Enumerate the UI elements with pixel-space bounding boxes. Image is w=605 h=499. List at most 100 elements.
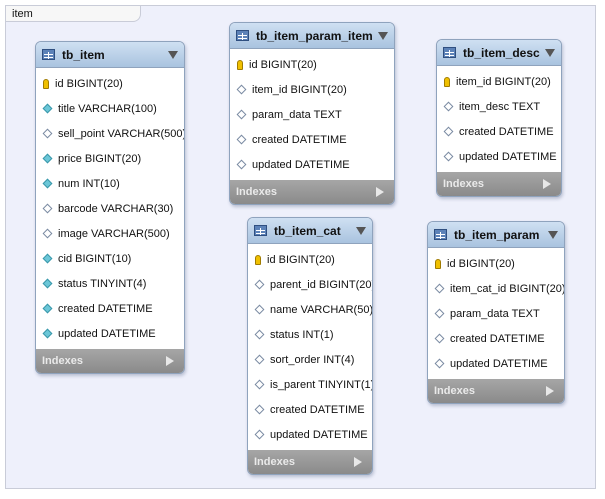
column-row[interactable]: price BIGINT(20) bbox=[36, 146, 184, 171]
column-definition: id BIGINT(20) bbox=[55, 77, 123, 90]
column-row[interactable]: sell_point VARCHAR(500) bbox=[36, 121, 184, 146]
column-row[interactable]: cid BIGINT(10) bbox=[36, 246, 184, 271]
column-row[interactable]: param_data TEXT bbox=[230, 102, 394, 127]
expand-arrow-icon[interactable] bbox=[546, 386, 554, 396]
not-null-column-icon bbox=[42, 278, 53, 289]
indexes-label: Indexes bbox=[443, 178, 484, 190]
nullable-column-icon bbox=[254, 329, 265, 340]
column-definition: parent_id BIGINT(20) bbox=[270, 278, 373, 291]
column-row[interactable]: item_id BIGINT(20) bbox=[437, 69, 561, 94]
column-list: id BIGINT(20) item_cat_id BIGINT(20) param… bbox=[428, 248, 564, 379]
table-header[interactable]: tb_item_param_item bbox=[230, 23, 394, 49]
column-row[interactable]: created DATETIME bbox=[230, 127, 394, 152]
diagram-canvas[interactable]: item tb_item id BIGINT(20) title VARCHAR(… bbox=[5, 5, 596, 489]
column-row[interactable]: updated DATETIME bbox=[36, 321, 184, 346]
table-header[interactable]: tb_item bbox=[36, 42, 184, 68]
column-row[interactable]: num INT(10) bbox=[36, 171, 184, 196]
table-tb-item-desc[interactable]: tb_item_desc item_id BIGINT(20) item_desc… bbox=[436, 39, 562, 197]
column-row[interactable]: item_desc TEXT bbox=[437, 94, 561, 119]
column-row[interactable]: created DATETIME bbox=[428, 326, 564, 351]
column-row[interactable]: id BIGINT(20) bbox=[36, 71, 184, 96]
column-row[interactable]: updated DATETIME bbox=[428, 351, 564, 376]
column-row[interactable]: parent_id BIGINT(20) bbox=[248, 272, 372, 297]
table-tb-item[interactable]: tb_item id BIGINT(20) title VARCHAR(100) s… bbox=[35, 41, 185, 374]
indexes-label: Indexes bbox=[434, 385, 475, 397]
table-tb-item-cat[interactable]: tb_item_cat id BIGINT(20) parent_id BIGIN… bbox=[247, 217, 373, 475]
column-row[interactable]: status INT(1) bbox=[248, 322, 372, 347]
expand-arrow-icon[interactable] bbox=[543, 179, 551, 189]
table-name: tb_item_param bbox=[454, 227, 540, 242]
column-row[interactable]: updated DATETIME bbox=[230, 152, 394, 177]
expand-arrow-icon[interactable] bbox=[376, 187, 384, 197]
column-row[interactable]: created DATETIME bbox=[36, 296, 184, 321]
indexes-bar[interactable]: Indexes bbox=[428, 379, 564, 403]
nullable-column-icon bbox=[254, 279, 265, 290]
nullable-column-icon bbox=[254, 354, 265, 365]
column-definition: image VARCHAR(500) bbox=[58, 227, 170, 240]
not-null-column-icon bbox=[42, 153, 53, 164]
column-row[interactable]: id BIGINT(20) bbox=[248, 247, 372, 272]
column-row[interactable]: created DATETIME bbox=[248, 397, 372, 422]
nullable-column-icon bbox=[434, 283, 445, 294]
column-row[interactable]: id BIGINT(20) bbox=[428, 251, 564, 276]
column-definition: status INT(1) bbox=[270, 328, 334, 341]
column-row[interactable]: image VARCHAR(500) bbox=[36, 221, 184, 246]
indexes-bar[interactable]: Indexes bbox=[437, 172, 561, 196]
column-list: id BIGINT(20) parent_id BIGINT(20) name VA… bbox=[248, 244, 372, 450]
column-definition: updated DATETIME bbox=[252, 158, 350, 171]
collapse-triangle-icon[interactable] bbox=[548, 230, 558, 239]
column-row[interactable]: title VARCHAR(100) bbox=[36, 96, 184, 121]
column-definition: created DATETIME bbox=[450, 332, 545, 345]
table-name: tb_item_desc bbox=[463, 45, 540, 60]
column-definition: item_cat_id BIGINT(20) bbox=[450, 282, 565, 295]
nullable-column-icon bbox=[434, 333, 445, 344]
expand-arrow-icon[interactable] bbox=[166, 356, 174, 366]
column-row[interactable]: param_data TEXT bbox=[428, 301, 564, 326]
column-row[interactable]: barcode VARCHAR(30) bbox=[36, 196, 184, 221]
table-icon bbox=[236, 30, 249, 41]
column-list: id BIGINT(20) title VARCHAR(100) sell_poin… bbox=[36, 68, 184, 349]
column-definition: sort_order INT(4) bbox=[270, 353, 355, 366]
collapse-triangle-icon[interactable] bbox=[168, 50, 178, 59]
column-row[interactable]: id BIGINT(20) bbox=[230, 52, 394, 77]
table-header[interactable]: tb_item_param bbox=[428, 222, 564, 248]
column-row[interactable]: is_parent TINYINT(1) bbox=[248, 372, 372, 397]
column-definition: item_desc TEXT bbox=[459, 100, 541, 113]
expand-arrow-icon[interactable] bbox=[354, 457, 362, 467]
column-row[interactable]: sort_order INT(4) bbox=[248, 347, 372, 372]
column-row[interactable]: item_id BIGINT(20) bbox=[230, 77, 394, 102]
column-row[interactable]: item_cat_id BIGINT(20) bbox=[428, 276, 564, 301]
diagram-tab[interactable]: item bbox=[6, 6, 141, 22]
column-definition: num INT(10) bbox=[58, 177, 120, 190]
indexes-bar[interactable]: Indexes bbox=[36, 349, 184, 373]
table-header[interactable]: tb_item_cat bbox=[248, 218, 372, 244]
indexes-bar[interactable]: Indexes bbox=[230, 180, 394, 204]
collapse-triangle-icon[interactable] bbox=[378, 31, 388, 40]
column-row[interactable]: updated DATETIME bbox=[437, 144, 561, 169]
collapse-triangle-icon[interactable] bbox=[545, 48, 555, 57]
column-definition: sell_point VARCHAR(500) bbox=[58, 127, 185, 140]
column-definition: item_id BIGINT(20) bbox=[456, 75, 551, 88]
primary-key-icon bbox=[43, 78, 49, 89]
column-definition: title VARCHAR(100) bbox=[58, 102, 157, 115]
column-definition: id BIGINT(20) bbox=[267, 253, 335, 266]
column-row[interactable]: updated DATETIME bbox=[248, 422, 372, 447]
not-null-column-icon bbox=[42, 103, 53, 114]
table-header[interactable]: tb_item_desc bbox=[437, 40, 561, 66]
table-tb-item-param-item[interactable]: tb_item_param_item id BIGINT(20) item_id … bbox=[229, 22, 395, 205]
indexes-bar[interactable]: Indexes bbox=[248, 450, 372, 474]
nullable-column-icon bbox=[42, 203, 53, 214]
column-row[interactable]: created DATETIME bbox=[437, 119, 561, 144]
column-row[interactable]: status TINYINT(4) bbox=[36, 271, 184, 296]
collapse-triangle-icon[interactable] bbox=[356, 226, 366, 235]
column-row[interactable]: name VARCHAR(50) bbox=[248, 297, 372, 322]
column-definition: is_parent TINYINT(1) bbox=[270, 378, 373, 391]
table-tb-item-param[interactable]: tb_item_param id BIGINT(20) item_cat_id B… bbox=[427, 221, 565, 404]
column-definition: updated DATETIME bbox=[58, 327, 156, 340]
column-definition: item_id BIGINT(20) bbox=[252, 83, 347, 96]
nullable-column-icon bbox=[434, 308, 445, 319]
table-name: tb_item_cat bbox=[274, 223, 341, 238]
column-list: item_id BIGINT(20) item_desc TEXT created … bbox=[437, 66, 561, 172]
nullable-column-icon bbox=[236, 109, 247, 120]
column-definition: created DATETIME bbox=[58, 302, 153, 315]
